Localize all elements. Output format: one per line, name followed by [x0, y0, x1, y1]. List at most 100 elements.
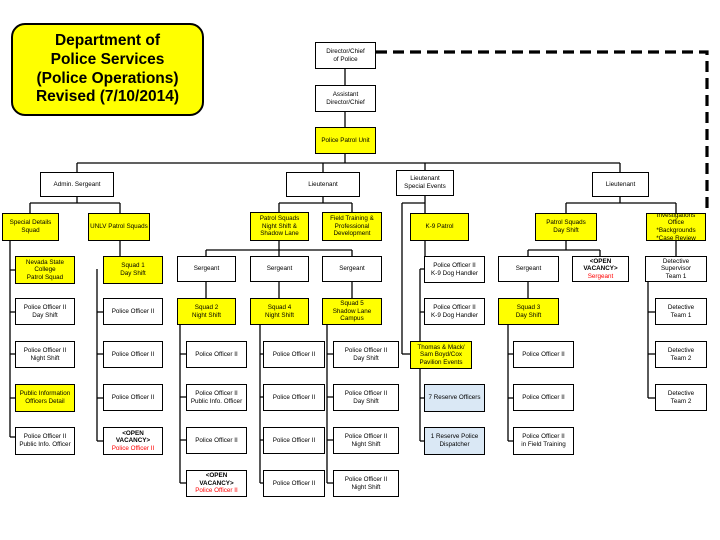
org-box-sergeant-d: Sergeant — [498, 256, 559, 282]
org-box-line: Special Events — [404, 183, 446, 190]
org-box-line: Day Shift — [515, 311, 542, 319]
org-box-line: Shadow Lane — [260, 230, 299, 238]
org-box-line: Police Officer II — [433, 261, 476, 269]
org-box-line: Assistant — [332, 90, 359, 98]
org-box-line: Field Training & — [330, 215, 374, 223]
org-box-text: K-9 Patrol — [426, 223, 454, 231]
org-box-line: Team 1 — [665, 272, 687, 280]
org-box-line: Night Shift — [191, 311, 222, 319]
org-box-line: Police Officer II — [272, 479, 316, 487]
dashed-link-director-investigations — [376, 50, 709, 213]
org-box-text: Police Officer II — [273, 351, 316, 359]
org-box-line: Patrol Squads — [546, 219, 586, 227]
org-box-line: Police Officer II — [272, 436, 316, 444]
org-box-line: Team 1 — [670, 311, 692, 319]
org-box-line: Day Shift — [120, 270, 146, 277]
org-box-text: Sergeant — [267, 265, 293, 273]
org-box-po-sq3-2: Police Officer II — [513, 384, 574, 411]
org-box-open-sergeant: <OPEN VACANCY>Sergeant — [572, 256, 629, 282]
org-box-line: *Case Review — [656, 234, 696, 241]
org-box-line: Shadow Lane — [332, 307, 372, 315]
chart-title: Department of Police Services (Police Op… — [11, 23, 204, 116]
org-box-line: College — [34, 266, 56, 274]
org-box-line: Squad 5 — [340, 300, 364, 308]
org-box-po-sq2-1: Police Officer II — [186, 341, 247, 368]
org-box-line: Police Officer II — [111, 444, 155, 452]
org-box-line: Day Shift — [353, 354, 379, 362]
org-box-line: Admin. Sergeant — [53, 180, 101, 188]
org-box-line: Police Officer II — [195, 436, 238, 444]
org-box-line: Team 2 — [670, 354, 692, 362]
org-box-text: Sergeant — [194, 265, 220, 273]
org-box-line: Squad 4 — [267, 303, 292, 311]
org-box-line: Campus — [340, 315, 364, 323]
org-box-line: Detective — [667, 346, 695, 354]
org-box-line: Squad 2 — [194, 303, 219, 311]
org-box-text: Lieutenant — [606, 181, 635, 189]
org-box-line: Lieutenant — [605, 180, 636, 188]
org-box-lieutenant-4: Lieutenant — [592, 172, 649, 197]
org-box-patrol-unit: Police Patrol Unit — [315, 127, 376, 154]
org-box-line: Special Details — [9, 219, 52, 227]
org-box-text: Police Officer II — [195, 437, 238, 445]
org-box-line: Director/Chief — [326, 47, 365, 55]
org-box-sergeant-a: Sergeant — [177, 256, 236, 282]
org-box-line: Development — [333, 230, 371, 238]
org-box-line: Professional — [334, 222, 370, 230]
org-box-line: Pavilion Events — [419, 358, 463, 366]
org-box-text: UNLV Patrol Squads — [90, 223, 148, 231]
org-box-po-sq4-3: Police Officer II — [263, 427, 325, 454]
org-box-k9-patrol: K-9 Patrol — [410, 213, 469, 241]
org-box-line: Squad — [21, 227, 40, 234]
org-box-po-sq3-1: Police Officer II — [513, 341, 574, 368]
org-box-line: Investigations Office — [656, 213, 696, 227]
org-box-line: Police Officer II — [195, 389, 238, 397]
org-box-line: Police Officer II — [23, 346, 67, 354]
org-box-po-sq2-3: Police Officer II — [186, 427, 247, 454]
org-box-po-sq4-1: Police Officer II — [263, 341, 325, 368]
org-box-line: Police Officer II — [23, 303, 67, 311]
org-box-line: *Backgrounds — [656, 227, 696, 234]
org-box-line: Police Officer II — [522, 350, 565, 358]
org-box-text: Police Patrol Unit — [321, 137, 369, 145]
org-box-line: Police Officer II — [111, 350, 155, 358]
org-box-line: Sergeant — [515, 265, 542, 273]
org-box-text: Police Officer II — [112, 394, 155, 402]
org-box-sergeant-b: Sergeant — [250, 256, 309, 282]
org-box-text: Police Officer II — [195, 351, 238, 359]
org-box-line: Sergeant — [339, 265, 365, 273]
org-box-line: Night Shift — [30, 354, 60, 362]
org-box-sergeant-c: Sergeant — [322, 256, 382, 282]
org-box-investigations: Investigations Office*Backgrounds*Case R… — [646, 213, 706, 241]
org-box-line: UNLV Patrol Squads — [90, 223, 148, 231]
